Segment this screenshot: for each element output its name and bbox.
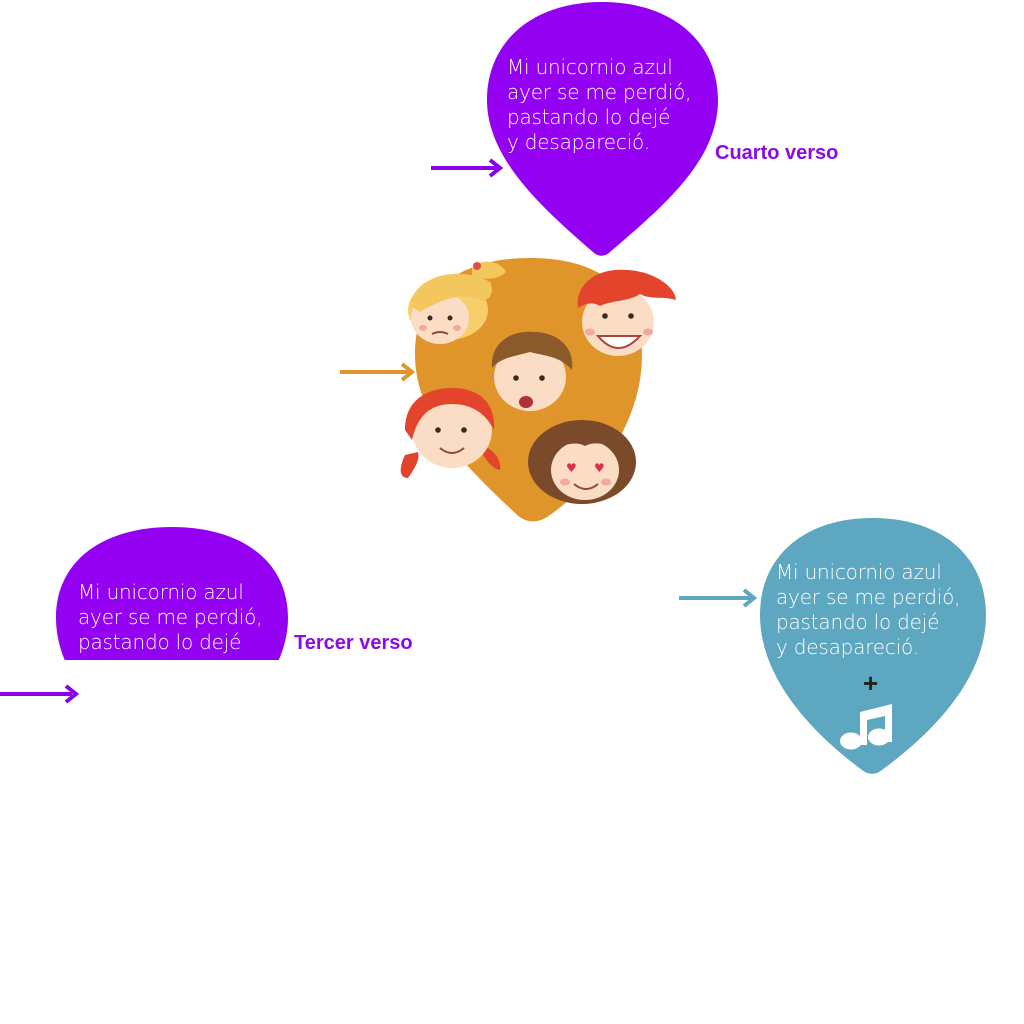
children-faces-illustration: ♥ ♥ xyxy=(400,261,676,504)
arrow-full-song xyxy=(679,588,758,608)
svg-text:♥: ♥ xyxy=(566,461,577,475)
full-song-text: Mi unicornio azul ayer se me perdió, pas… xyxy=(776,560,961,660)
third-verse-text: Mi unicornio azul ayer se me perdió, pas… xyxy=(78,580,263,655)
verse-line: y desapareció. xyxy=(776,635,919,659)
verse-line: y desapareció. xyxy=(507,130,650,154)
verse-line: Mi unicornio azul xyxy=(78,580,244,604)
teal-pick-full-song xyxy=(760,518,986,774)
third-verse-clip: Mi unicornio azul ayer se me perdió, pas… xyxy=(55,520,295,660)
verse-line: pastando lo dejé xyxy=(776,610,940,634)
music-note-icon xyxy=(840,704,892,750)
verse-line: pastando lo dejé xyxy=(507,105,671,129)
fourth-verse-text: Mi unicornio azul ayer se me perdió, pas… xyxy=(507,55,692,155)
fourth-verse-label: Cuarto verso xyxy=(715,142,839,164)
curly-haired-girl-face: ♥ ♥ xyxy=(528,420,636,504)
purple-pick-third-verse xyxy=(56,527,288,660)
purple-pick-fourth-verse xyxy=(487,2,718,256)
verse-line: Mi unicornio azul xyxy=(776,560,942,584)
plus-symbol: + xyxy=(863,668,879,698)
verse-line: ayer se me perdió, xyxy=(507,80,692,104)
verse-line: ayer se me perdió, xyxy=(776,585,961,609)
red-haired-boy-face xyxy=(577,269,676,356)
arrow-third-verse xyxy=(0,684,80,704)
svg-text:♥: ♥ xyxy=(594,461,605,475)
third-verse-label: Tercer verso xyxy=(294,632,413,654)
arrow-children xyxy=(340,362,416,382)
brown-haired-boy-face xyxy=(491,331,573,411)
verse-line: Mi unicornio azul xyxy=(507,55,673,79)
red-haired-girl-face xyxy=(400,388,501,478)
arrow-fourth-verse xyxy=(431,158,504,178)
verse-line: ayer se me perdió, xyxy=(78,605,263,629)
verse-line: pastando lo dejé xyxy=(78,630,242,654)
blonde-girl-face xyxy=(408,261,506,344)
